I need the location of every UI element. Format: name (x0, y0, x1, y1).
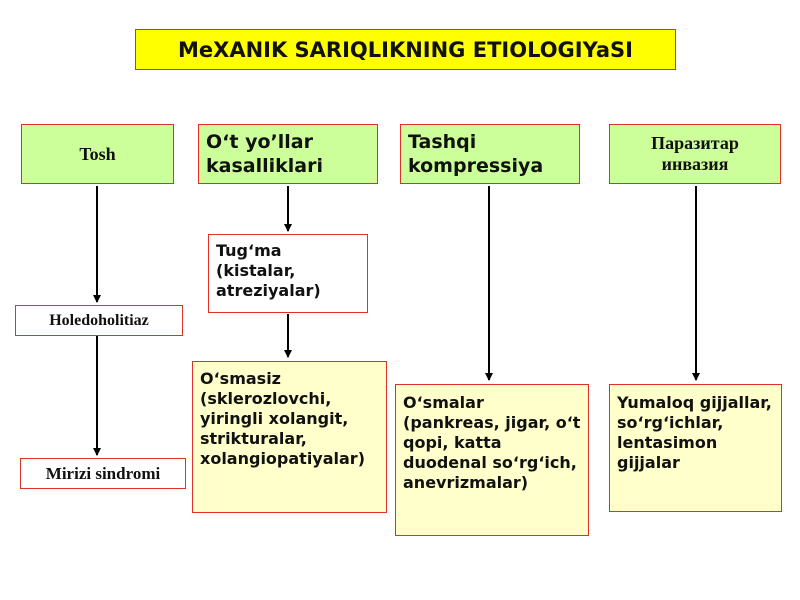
page-title: MeXANIK SARIQLIKNING ETIOLOGIYaSI (135, 29, 676, 70)
holedoholitiaz-box: Holedoholitiaz (15, 305, 183, 336)
gijjalar-box: Yumaloq gijjallar, so‘rg‘ichlar, lentasi… (609, 384, 782, 512)
tugma-box: Tug‘ma (kistalar, atreziyalar) (208, 234, 368, 313)
category-parazitar-invaziya: Паразитар инвазия (609, 124, 781, 184)
mirizi-sindromi-box: Mirizi sindromi (20, 458, 186, 489)
category-tashqi-kompressiya: Tashqi kompressiya (400, 124, 580, 184)
category-ot-yollar-kasalliklari: O‘t yo’llar kasalliklari (198, 124, 378, 184)
osmasiz-box: O‘smasiz (sklerozlovchi, yiringli xolang… (192, 361, 387, 513)
osmalar-box: O‘smalar (pankreas, jigar, o‘t qopi, kat… (395, 384, 589, 536)
category-tosh: Tosh (21, 124, 174, 184)
